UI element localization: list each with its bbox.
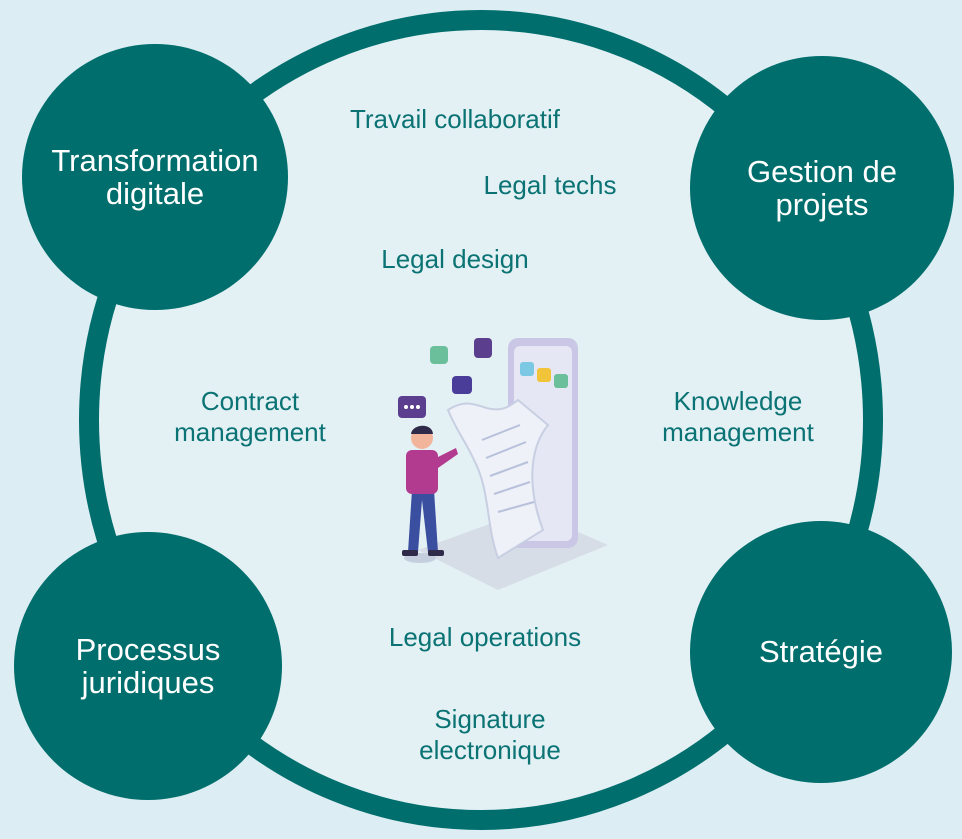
person-with-document-and-apps-icon bbox=[398, 338, 608, 590]
topic-knowledge-management: Knowledge management bbox=[662, 386, 814, 448]
topic-contract-management: Contract management bbox=[174, 386, 326, 448]
circle-strategie: Stratégie bbox=[690, 521, 952, 783]
circle-label: Processus juridiques bbox=[75, 631, 221, 700]
circle-label: Transformation digitale bbox=[51, 142, 259, 211]
circle-transformation-digitale: Transformation digitale bbox=[22, 44, 288, 310]
circle-label: Gestion de projets bbox=[747, 153, 897, 222]
circle-processus-juridiques: Processus juridiques bbox=[14, 532, 282, 800]
topic-legal-design: Legal design bbox=[381, 244, 529, 274]
circle-label: Stratégie bbox=[758, 634, 884, 670]
topic-legal-operations: Legal operations bbox=[388, 622, 582, 652]
topic-legal-techs: Legal techs bbox=[483, 170, 617, 200]
topic-signature-electronique: Signature electronique bbox=[419, 704, 561, 766]
topic-travail-collaboratif: Travail collaboratif bbox=[349, 104, 560, 134]
circle-gestion-de-projets: Gestion de projets bbox=[690, 56, 954, 320]
